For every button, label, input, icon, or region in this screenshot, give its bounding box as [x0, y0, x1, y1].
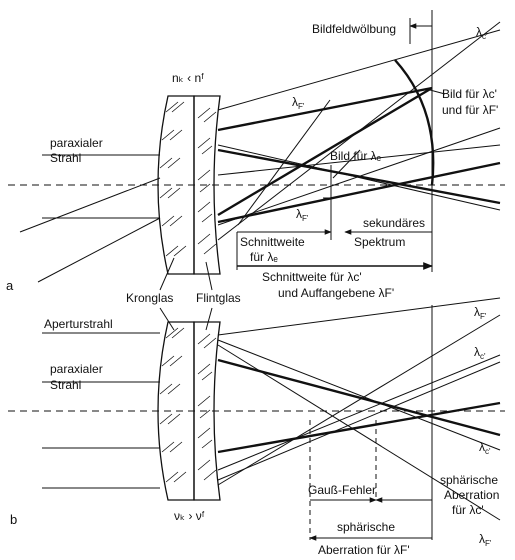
spherical-f-2: Aberration für λF': [318, 543, 410, 557]
crown-hatch-b: [159, 327, 187, 483]
crown-hatch-a: [159, 101, 187, 257]
paraxial-ray-label-b1: paraxialer: [50, 362, 103, 376]
panel-a-label: a: [6, 278, 14, 293]
image-e-label: Bild für λₑ: [330, 149, 382, 163]
paraxial-ray-label-b2: Strahl: [50, 378, 81, 392]
abbe-relation: νₖ › νᶠ: [174, 509, 205, 523]
lambda-f-bottom-b: λF': [479, 532, 492, 548]
back-focus-e-2: für λₑ: [250, 250, 278, 264]
aperture-ray-label: Aperturstrahl: [44, 317, 113, 331]
back-focus-c-2: und Auffangebene λF': [278, 286, 394, 300]
field-curvature-curve: [394, 59, 435, 186]
spherical-c-2: Aberration: [444, 488, 499, 502]
gauss-error-label: Gauß-Fehler: [308, 483, 376, 497]
paraxial-ray-label-a2: Strahl: [50, 151, 81, 165]
back-focus-e-1: Schnittweite: [240, 235, 305, 249]
glass-leaders: [159, 257, 213, 331]
spherical-c-3: für λc': [452, 503, 484, 517]
spherical-c-1: sphärische: [440, 473, 498, 487]
image-c-f-line1: Bild für λc': [442, 87, 497, 101]
lambda-f-focus: λF': [296, 207, 309, 223]
flint-glass-label: Flintglas: [196, 291, 241, 305]
crown-lens-b: [157, 321, 195, 501]
lambda-c-top: λc': [476, 25, 488, 41]
lambda-c-lower-b: λc': [479, 440, 491, 456]
spherical-f-1: sphärische: [337, 520, 395, 534]
secondary-spectrum-1: sekundäres: [363, 216, 425, 230]
flint-lens-b: [193, 321, 221, 501]
panel-b-label: b: [10, 512, 17, 527]
flint-hatch-b: [197, 333, 217, 481]
field-curvature-label: Bildfeldwölbung: [312, 22, 396, 36]
image-c-f-line2: und für λF': [442, 103, 498, 117]
panel-b: [8, 297, 505, 541]
paraxial-ray-label-a1: paraxialer: [50, 136, 103, 150]
index-relation: nₖ ‹ nᶠ: [172, 71, 204, 85]
lambda-c-upper-b: λc': [474, 345, 486, 361]
back-focus-c-1: Schnittweite für λc': [262, 270, 362, 284]
lambda-f-top-b: λF': [474, 305, 487, 321]
lambda-f-ray: λF': [292, 95, 305, 111]
flint-hatch-a: [197, 107, 217, 255]
panel-a: [8, 10, 505, 283]
secondary-spectrum-2: Spektrum: [354, 235, 405, 249]
crown-glass-label: Kronglas: [126, 291, 173, 305]
crown-lens-a: [157, 95, 195, 275]
flint-lens-a: [193, 95, 221, 275]
